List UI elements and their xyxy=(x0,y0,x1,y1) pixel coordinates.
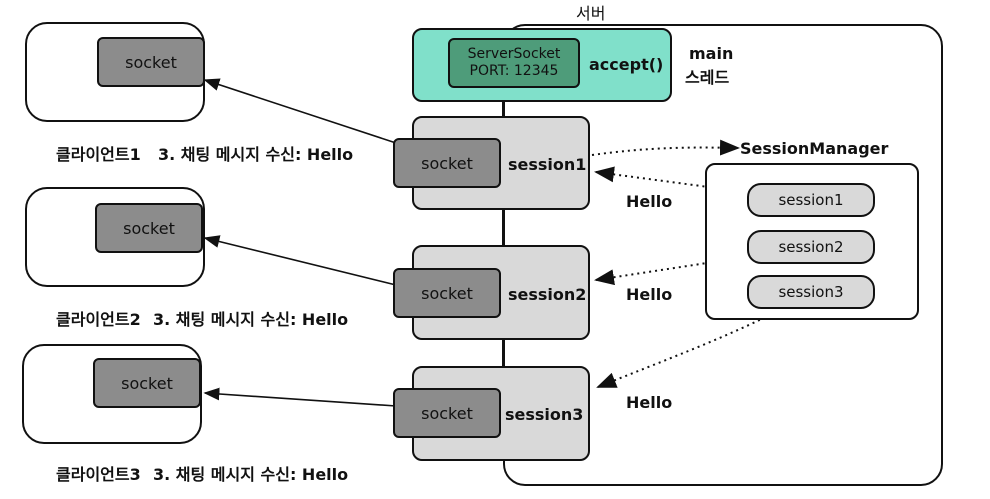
session-socket-2: socket xyxy=(393,268,501,318)
session-socket-3: socket xyxy=(393,388,501,438)
main-thread-label-1: main xyxy=(689,44,734,63)
main-thread-label-2: 스레드 xyxy=(685,68,730,87)
client-socket-2: socket xyxy=(95,203,203,253)
arrow-session2-to-client2 xyxy=(203,235,397,286)
arrow-session1-to-client1 xyxy=(203,78,397,144)
client-name-2: 클라이언트2 xyxy=(56,310,141,329)
accept-label: accept() xyxy=(589,55,664,74)
client-name-3: 클라이언트3 xyxy=(56,465,141,484)
client-message-3: 3. 채팅 메시지 수신: Hello xyxy=(153,465,349,484)
session-name-3: session3 xyxy=(505,405,584,424)
session-manager-item-2: session2 xyxy=(747,230,875,264)
session-manager-item-3: session3 xyxy=(747,275,875,309)
client-socket-3: socket xyxy=(93,358,201,408)
dotted-arrow-session1-to-manager xyxy=(591,139,740,156)
session-socket-1: socket xyxy=(393,138,501,188)
broadcast-label-3: Hello xyxy=(626,393,673,412)
arrow-session3-to-client3 xyxy=(203,387,397,407)
server-title: 서버 xyxy=(576,4,606,23)
broadcast-label-2: Hello xyxy=(626,285,673,304)
session-manager-title: SessionManager xyxy=(740,139,889,158)
server-socket-label: ServerSocket xyxy=(467,46,561,62)
client-message-1: 3. 채팅 메시지 수신: Hello xyxy=(158,145,354,164)
server-socket-port: PORT: 12345 xyxy=(469,63,559,79)
session-name-2: session2 xyxy=(508,285,587,304)
server-socket-box: ServerSocket PORT: 12345 xyxy=(448,38,580,88)
client-message-2: 3. 채팅 메시지 수신: Hello xyxy=(153,310,349,329)
session-manager-item-1: session1 xyxy=(747,183,875,217)
client-socket-1: socket xyxy=(97,37,205,87)
session-name-1: session1 xyxy=(508,155,587,174)
broadcast-label-1: Hello xyxy=(626,192,673,211)
dotted-arrow-manager-to-session3 xyxy=(596,311,777,388)
client-name-1: 클라이언트1 xyxy=(56,145,141,164)
